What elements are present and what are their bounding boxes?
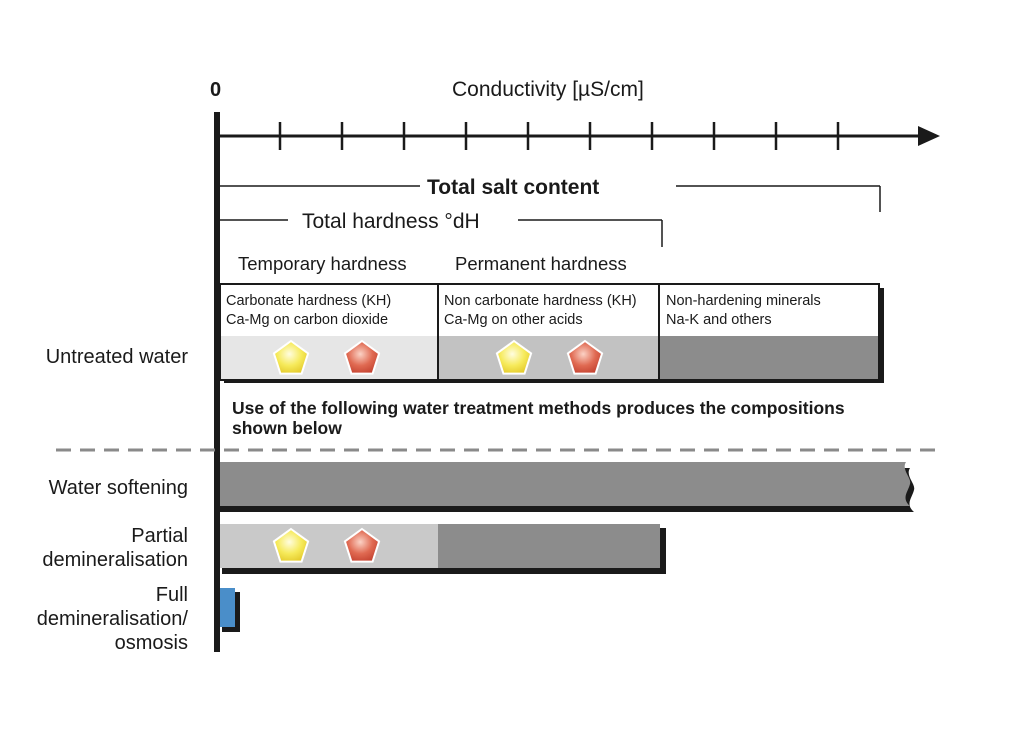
remaining-segment [438, 524, 660, 568]
axis-zero-label: 0 [210, 79, 221, 101]
axis-ticks [278, 122, 840, 150]
total-hardness-label: Total hardness °dH [302, 210, 480, 233]
col2-line1: Non carbonate hardness (KH) [444, 293, 637, 309]
carbonate-segment [220, 524, 438, 568]
col3-line1: Non-hardening minerals [666, 293, 821, 309]
col1-line2: Ca-Mg on carbon dioxide [226, 312, 388, 328]
axis-arrow-icon [918, 126, 940, 146]
temporary-hardness-label: Temporary hardness [238, 253, 407, 274]
row-label-full-line2: demineralisation/ [37, 608, 189, 630]
row-label-full-line1: Full [156, 584, 188, 606]
row-label-untreated: Untreated water [46, 346, 189, 368]
treatment-note-line2: shown below [232, 418, 342, 438]
col2-line2: Ca-Mg on other acids [444, 312, 583, 328]
total-hardness-bracket [220, 219, 663, 247]
row-label-partial-line2: demineralisation [42, 549, 188, 571]
treatment-note-line1: Use of the following water treatment met… [232, 398, 845, 418]
row-label-full-line3: osmosis [115, 632, 188, 654]
non-hardening-segment [659, 336, 879, 380]
row-label-softening: Water softening [49, 477, 188, 499]
row-label-partial-line1: Partial [131, 525, 188, 547]
permanent-hardness-label: Permanent hardness [455, 253, 627, 274]
water-softening-bar [220, 462, 915, 512]
full-demineralisation-bar [220, 588, 240, 632]
total-salt-bracket [220, 185, 881, 212]
untreated-composition-bar [219, 283, 884, 383]
total-salt-label: Total salt content [427, 176, 599, 199]
residual-segment [220, 588, 235, 627]
axis-title: Conductivity [µS/cm] [452, 78, 644, 101]
non-carbonate-segment [438, 336, 659, 380]
vertical-axis [214, 112, 220, 652]
col1-line1: Carbonate hardness (KH) [226, 293, 391, 309]
col3-line2: Na-K and others [666, 312, 772, 328]
carbonate-segment [220, 336, 438, 380]
